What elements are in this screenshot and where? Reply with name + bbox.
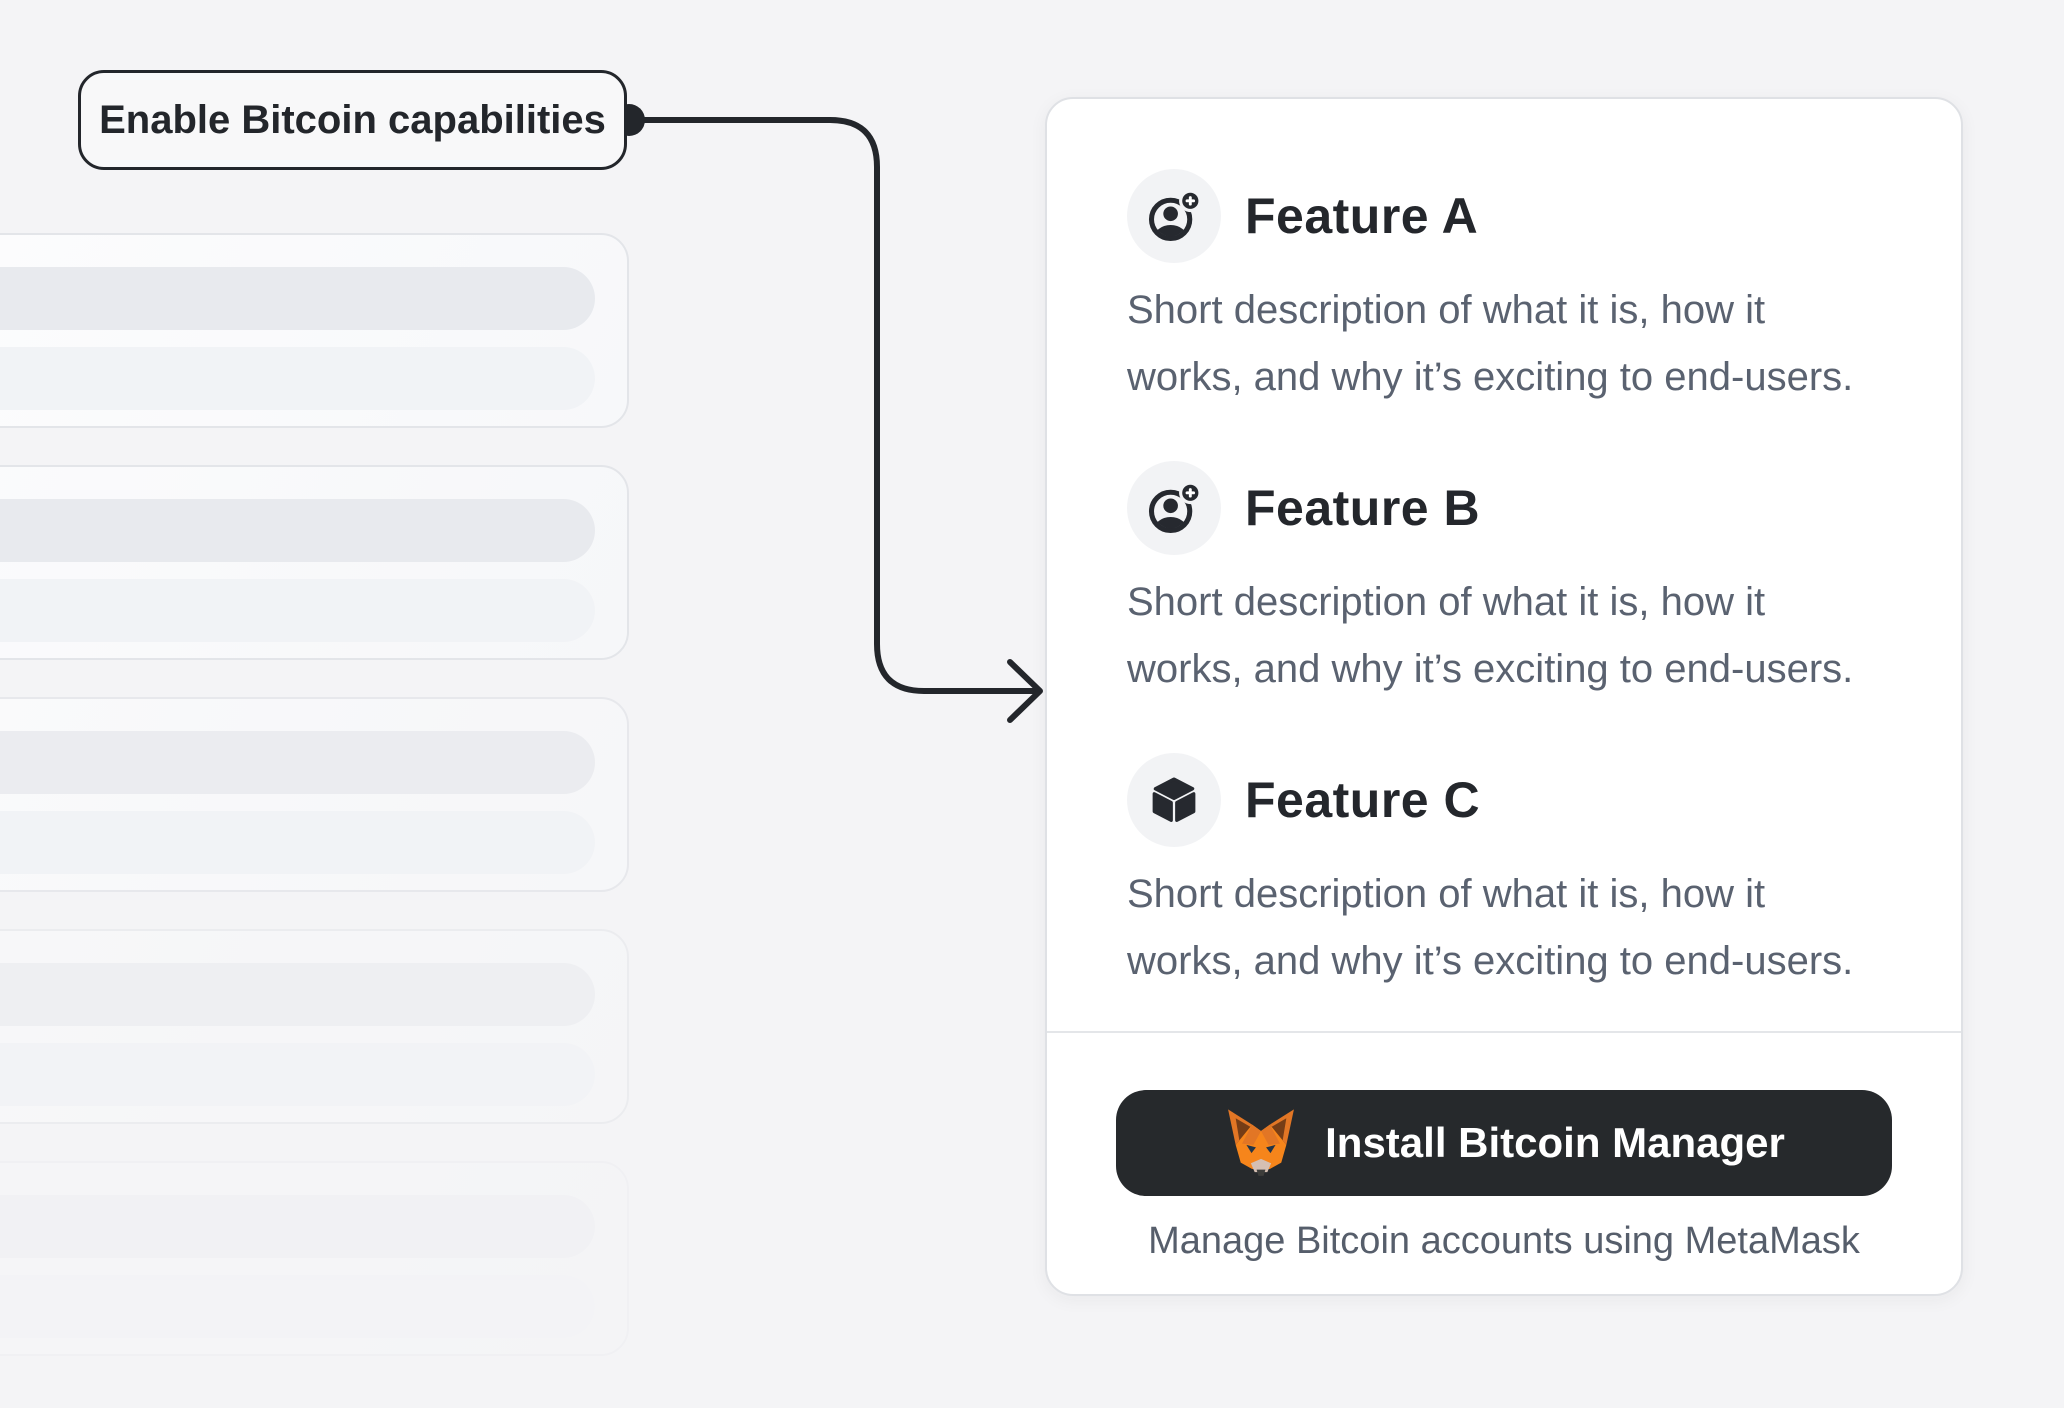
feature-a-desc-line2: works, and why it’s exciting to end-user… [1127, 355, 1854, 399]
feature-a-title: Feature A [1245, 188, 1479, 244]
skeleton-bar [0, 1195, 595, 1258]
skeleton-bar [0, 347, 595, 410]
feature-item-c: Feature C Short description of what it i… [1127, 753, 1901, 995]
card-divider [1047, 1031, 1961, 1033]
skeleton-bar [0, 499, 595, 562]
skeleton-bar [0, 267, 595, 330]
skeleton-card [0, 233, 629, 428]
skeleton-bar [0, 579, 595, 642]
feature-c-title: Feature C [1245, 772, 1481, 828]
feature-b-icon-circle [1127, 461, 1221, 555]
feature-b-desc-line2: works, and why it’s exciting to end-user… [1127, 647, 1854, 691]
feature-a-desc-line1: Short description of what it is, how it [1127, 288, 1766, 332]
skeleton-card [0, 1161, 629, 1356]
footer-caption: Manage Bitcoin accounts using MetaMask [1148, 1220, 1860, 1262]
skeleton-card [0, 929, 629, 1124]
cube-icon [1152, 777, 1196, 822]
install-bitcoin-manager-button[interactable]: Install Bitcoin Manager [1116, 1090, 1892, 1196]
callout-label-text: Enable Bitcoin capabilities [99, 97, 606, 142]
metamask-fox-icon [1228, 1109, 1295, 1176]
skeleton-bar [0, 811, 595, 874]
skeleton-bar [0, 1043, 595, 1106]
install-button-label: Install Bitcoin Manager [1325, 1119, 1785, 1166]
skeleton-card [0, 465, 629, 660]
skeleton-bar [0, 963, 595, 1026]
feature-c-desc-line1: Short description of what it is, how it [1127, 872, 1766, 916]
feature-c-icon-circle [1127, 753, 1221, 847]
features-card: Feature A Short description of what it i… [1045, 97, 1963, 1296]
callout-label: Enable Bitcoin capabilities [78, 70, 627, 170]
feature-a-icon-circle [1127, 169, 1221, 263]
skeleton-card [0, 697, 629, 892]
feature-b-title: Feature B [1245, 480, 1481, 536]
feature-c-desc-line2: works, and why it’s exciting to end-user… [1127, 939, 1854, 983]
skeleton-bar [0, 731, 595, 794]
user-add-icon [1148, 189, 1201, 242]
skeleton-bar [0, 1275, 595, 1338]
card-footer: Install Bitcoin Manager Manage Bitcoin a… [1047, 1033, 1961, 1294]
feature-b-desc-line1: Short description of what it is, how it [1127, 580, 1766, 624]
feature-item-b: Feature B Short description of what it i… [1127, 461, 1901, 703]
user-add-icon [1148, 481, 1201, 534]
feature-item-a: Feature A Short description of what it i… [1127, 169, 1901, 411]
features-list: Feature A Short description of what it i… [1047, 99, 1961, 995]
